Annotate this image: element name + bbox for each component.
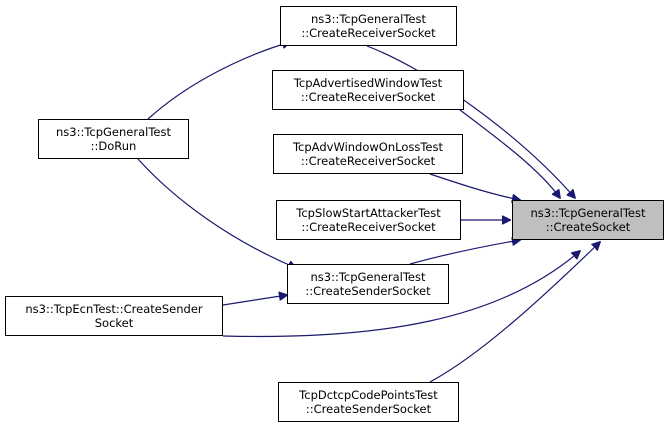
node-general-do-run[interactable]: ns3::TcpGeneralTest ::DoRun: [38, 119, 189, 159]
node-label-line: ns3::TcpGeneralTest: [530, 206, 646, 220]
node-label-line: TcpDctcpCodePointsTest: [299, 388, 438, 402]
node-label-line: ::CreateReceiverSocket: [301, 220, 436, 234]
node-advertised-window-create-receiver-socket[interactable]: TcpAdvertisedWindowTest ::CreateReceiver…: [272, 70, 464, 110]
node-general-create-sender-socket[interactable]: ns3::TcpGeneralTest ::CreateSenderSocket: [287, 264, 449, 304]
node-label-line: ::CreateReceiverSocket: [301, 26, 436, 40]
node-label-line: ns3::TcpGeneralTest: [55, 125, 171, 139]
edge-ecn-to-create-socket: [222, 251, 580, 338]
edge-dorun-to-general-sender: [137, 158, 296, 268]
node-label-line: ns3::TcpGeneralTest: [310, 270, 426, 284]
node-label-line: TcpSlowStartAttackerTest: [296, 206, 441, 220]
node-label-line: ::CreateSocket: [545, 220, 631, 234]
node-slow-start-attacker-create-receiver-socket[interactable]: TcpSlowStartAttackerTest ::CreateReceive…: [276, 200, 461, 240]
edge-ecn-to-general-sender: [222, 295, 287, 306]
edge-general-receiver-to-create-socket: [366, 45, 575, 198]
edge-dctcp-to-create-socket: [429, 242, 600, 383]
node-label-line: ::CreateReceiverSocket: [300, 90, 436, 104]
node-label-line: TcpAdvWindowOnLossTest: [292, 140, 444, 154]
node-label-line: TcpAdvertisedWindowTest: [293, 76, 443, 90]
edge-dorun-to-general-receiver: [147, 42, 290, 120]
edge-advertised-window-to-create-socket: [459, 109, 560, 198]
node-label-line: Socket: [94, 316, 134, 330]
node-ecn-create-sender-socket[interactable]: ns3::TcpEcnTest::CreateSender Socket: [5, 296, 223, 336]
node-label-line: ::DoRun: [90, 139, 137, 153]
node-create-socket: ns3::TcpGeneralTest ::CreateSocket: [512, 200, 664, 240]
node-general-create-receiver-socket[interactable]: ns3::TcpGeneralTest ::CreateReceiverSock…: [280, 6, 457, 46]
node-label-line: ns3::TcpGeneralTest: [310, 12, 426, 26]
node-dctcp-code-points-create-sender-socket[interactable]: TcpDctcpCodePointsTest ::CreateSenderSoc…: [278, 382, 459, 422]
node-adv-window-on-loss-create-receiver-socket[interactable]: TcpAdvWindowOnLossTest ::CreateReceiverS…: [273, 134, 463, 174]
node-label-line: ::CreateSenderSocket: [305, 284, 431, 298]
node-label-line: ns3::TcpEcnTest::CreateSender: [25, 302, 203, 316]
node-label-line: ::CreateReceiverSocket: [300, 154, 436, 168]
edge-adv-window-loss-to-create-socket: [429, 173, 520, 200]
node-label-line: ::CreateSenderSocket: [305, 402, 432, 416]
edge-general-sender-to-create-socket: [409, 240, 520, 265]
